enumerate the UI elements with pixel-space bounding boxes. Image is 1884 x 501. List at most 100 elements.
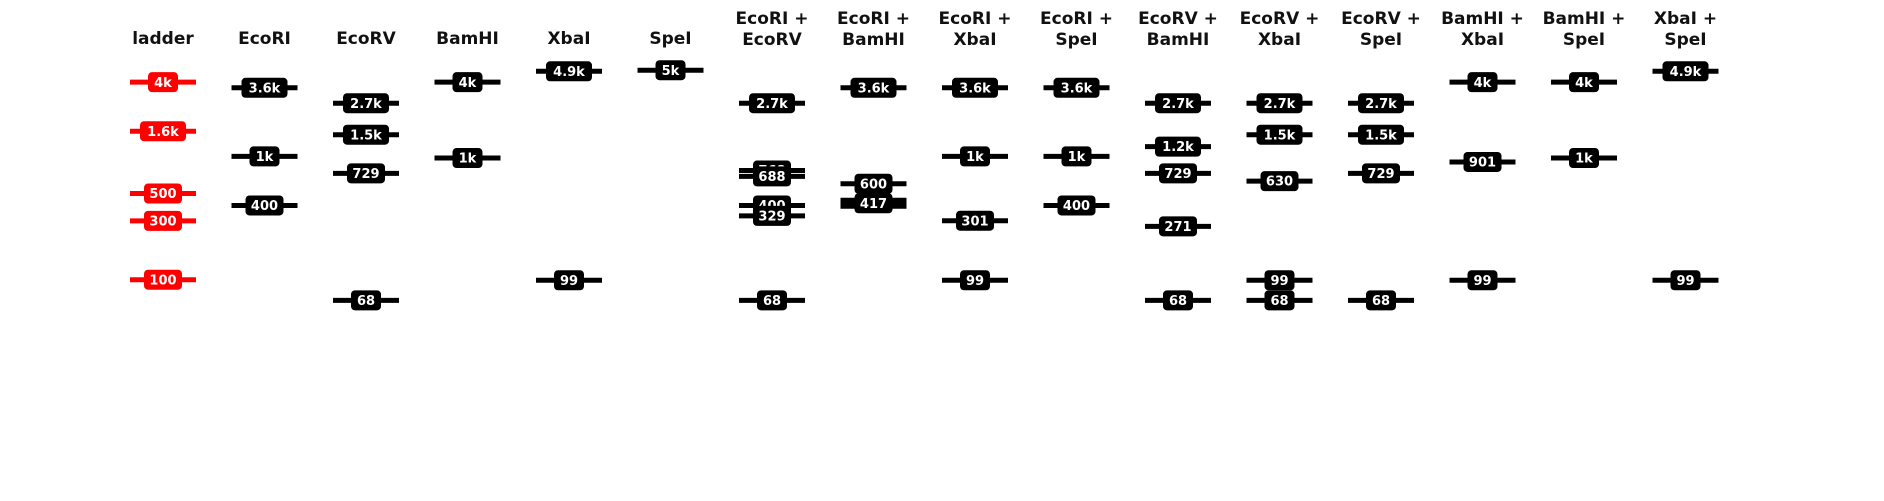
band-label: 1k xyxy=(1575,152,1593,167)
band-label-box xyxy=(1569,148,1599,169)
band-label-box xyxy=(854,193,893,214)
lane-title: SpeI xyxy=(1360,30,1402,50)
band-label: 100 xyxy=(149,273,176,288)
lane-title: XbaI xyxy=(547,29,590,49)
lane-title: EcoRV + xyxy=(1240,9,1320,29)
band-label: 1k xyxy=(256,150,274,165)
band-label: 300 xyxy=(149,214,176,229)
band-label: 3.6k xyxy=(1061,81,1093,96)
band-label-box xyxy=(554,270,584,291)
band-label-box xyxy=(1159,216,1197,237)
band-label-box xyxy=(1163,290,1193,311)
band-label: 4k xyxy=(1474,76,1492,91)
band-label-box xyxy=(956,210,994,231)
lane-title: XbaI xyxy=(1258,30,1301,50)
band-label-box xyxy=(1057,195,1096,216)
band-label: 2.7k xyxy=(1264,97,1296,112)
lane-title: EcoRV + xyxy=(1138,9,1218,29)
band-label: 68 xyxy=(1169,294,1187,309)
band-label: 400 xyxy=(1063,199,1090,214)
lane-title: EcoRI + xyxy=(736,9,809,29)
band-label-box xyxy=(1256,124,1303,145)
band-label-box xyxy=(1670,270,1701,291)
band-label: 688 xyxy=(758,170,785,185)
band-label: 4.9k xyxy=(1670,65,1702,80)
band-label-box xyxy=(1463,151,1502,172)
band-label: 68 xyxy=(1270,294,1288,309)
band-label: 3.6k xyxy=(249,81,281,96)
band-label: 3.6k xyxy=(959,81,991,96)
lane: XbaI 4.9k 99 xyxy=(536,29,602,291)
band-label-box xyxy=(140,121,186,142)
band-label-box xyxy=(347,163,385,184)
band-label-box xyxy=(1362,163,1400,184)
band-label-box xyxy=(1264,290,1295,311)
band-label: 400 xyxy=(251,199,278,214)
band-label-box xyxy=(1569,72,1599,93)
lane-title: XbaI xyxy=(953,30,996,50)
band-label: 99 xyxy=(560,274,578,289)
band-label: 4.9k xyxy=(553,65,585,80)
lane-title: SpeI xyxy=(1563,30,1605,50)
band-label-box xyxy=(148,72,178,93)
band-label: 99 xyxy=(966,274,984,289)
band-label-box xyxy=(144,210,182,231)
band-label-box xyxy=(1155,136,1201,157)
band-label-box xyxy=(1053,77,1100,98)
lane-title: BamHI xyxy=(1147,30,1210,50)
band-label: 301 xyxy=(961,214,988,229)
band-label: 1k xyxy=(966,150,984,165)
band-label: 68 xyxy=(763,294,781,309)
band-label: 2.7k xyxy=(1162,97,1194,112)
band-label: 4k xyxy=(154,76,172,91)
band-label: 901 xyxy=(1469,156,1496,171)
band-label-box xyxy=(960,270,990,291)
band-label-box xyxy=(343,93,389,114)
band-label: 68 xyxy=(1372,294,1390,309)
band-label: 99 xyxy=(1676,274,1694,289)
lane-title: EcoRV xyxy=(742,30,802,50)
band-label: 729 xyxy=(1164,167,1191,182)
band-label-box xyxy=(144,183,182,204)
band-label-box xyxy=(1358,93,1404,114)
band-label-box xyxy=(1662,61,1709,82)
band-label-box xyxy=(249,146,280,167)
band-label-box xyxy=(1159,163,1197,184)
band-label: 2.7k xyxy=(1365,97,1397,112)
lane: SpeI 5k xyxy=(637,29,704,81)
band-label: 5k xyxy=(662,64,680,79)
band-label: 99 xyxy=(1270,274,1288,289)
band-label-box xyxy=(1264,270,1295,291)
band-label-box xyxy=(144,269,182,290)
band-label-box xyxy=(952,77,998,98)
lane-title: XbaI + xyxy=(1654,9,1717,29)
band-label: 4k xyxy=(459,76,477,91)
band-label-box xyxy=(757,290,787,311)
lane-title: EcoRI + xyxy=(1040,9,1113,29)
lane-title: EcoRV + xyxy=(1341,9,1421,29)
lane-title: EcoRI xyxy=(238,29,291,49)
lanes-layer: ladder4k1.6k500300100EcoRI3.6k1k400EcoRV… xyxy=(130,9,1719,311)
band-label: 1k xyxy=(459,152,477,167)
band-label: 1.5k xyxy=(1264,128,1296,143)
lane-title: SpeI xyxy=(1055,30,1097,50)
lane-title: SpeI xyxy=(649,29,691,49)
band-label: 2.7k xyxy=(756,97,788,112)
band-label: 3.6k xyxy=(858,81,890,96)
band-label: 271 xyxy=(1164,220,1191,235)
band-label-box xyxy=(1155,93,1201,114)
band-label: 729 xyxy=(1367,167,1394,182)
band-label-box xyxy=(351,290,381,311)
band-label-box xyxy=(1358,124,1404,145)
band-label-box xyxy=(655,60,686,81)
lane-title: XbaI xyxy=(1461,30,1504,50)
lane-title: BamHI xyxy=(436,29,499,49)
